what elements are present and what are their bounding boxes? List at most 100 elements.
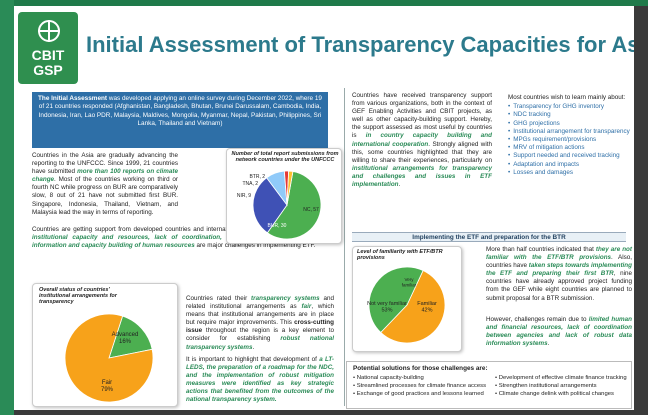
solution-item: • Climate change delink with political c… — [495, 390, 614, 397]
submissions-label: TNA, 2 — [242, 181, 258, 187]
solution-item: • Strengthen institutional arrangements — [495, 382, 597, 389]
p1-text-b: . Most of the countries working on third… — [32, 176, 178, 216]
learning-topic-item: •MPGs requirement/provisions — [508, 136, 632, 144]
familiarity-label: 53% — [381, 308, 392, 314]
institutional-status-chart-card: Overall status of countries' institution… — [32, 283, 178, 407]
solutions-right-list: • Development of effective climate finan… — [495, 375, 633, 398]
familiarity-label: Not very familiar — [367, 301, 407, 307]
logo-line2: GSP — [33, 62, 63, 78]
submissions-label: NC, 57 — [303, 207, 319, 213]
solution-item: • Exchange of good practices and lessons… — [353, 390, 484, 397]
p3-highlight-2: fair — [301, 303, 312, 311]
submissions-label: BUR, 30 — [268, 223, 287, 229]
intro-box: The Initial Assessment was developed app… — [32, 92, 328, 148]
learning-topic-item: •Institutional arrangement for transpare… — [508, 128, 632, 136]
challenges-paragraph: However, challenges remain due to limite… — [486, 316, 632, 348]
submissions-label: NIR, 9 — [237, 193, 251, 199]
submissions-slice-btr — [286, 170, 294, 206]
solutions-box: Potential solutions for those challenges… — [346, 361, 632, 409]
institutional-slice-fair — [64, 313, 154, 403]
p3-highlight-1: transparency systems — [251, 295, 320, 302]
p5-text-b: . Strongly aligned with this, some count… — [352, 140, 492, 164]
p2-text-a: Countries are getting support from devel… — [32, 226, 308, 233]
strategic-actions-paragraph: It is important to highlight that develo… — [186, 356, 334, 405]
top-accent-strip — [14, 0, 648, 6]
etf-familiarity-paragraph: More than half countries indicated that … — [486, 246, 632, 303]
poster-header: CBIT GSP Initial Assessment of Transpare… — [14, 6, 634, 86]
institutional-label: Advanced — [112, 332, 139, 338]
familiarity-small-label: Very — [404, 277, 414, 282]
familiarity-chart-card: Level of familiarity with ETF/BTR provis… — [352, 246, 462, 352]
bullet-icon: • — [508, 119, 511, 127]
institutional-label: 16% — [119, 339, 132, 345]
learning-topic-text: Transparency for GHG inventory — [513, 103, 604, 111]
bullet-icon: • — [508, 136, 511, 144]
institutional-status-chart-title: Overall status of countries' institution… — [39, 287, 117, 305]
p3-text-c: , which means that institutional arrange… — [186, 303, 334, 327]
learning-topic-item: •MRV of mitigation actions — [508, 144, 632, 152]
p6-highlight-2: taken steps towards implementing the ETF… — [486, 262, 632, 278]
bullet-icon: • — [508, 152, 511, 160]
learning-topics-list: Most countries wish to learn mainly abou… — [508, 94, 632, 177]
p5-text-c: . — [398, 181, 401, 189]
p7-highlight: limited human and financial resources, l… — [486, 316, 632, 348]
p1-highlight: more than 100 reports on climate change — [32, 168, 178, 184]
learning-topic-text: Adaptation and impacts — [513, 160, 580, 168]
support-received-paragraph: Countries have received transparency sup… — [352, 92, 492, 189]
learning-topic-item: •GHG projections — [508, 120, 632, 128]
transparency-rating-paragraph: Countries rated their transparency syste… — [186, 295, 334, 352]
p5-highlight-2: institutional arrangements for transpare… — [352, 164, 492, 189]
p1-text-a: Countries in the Asia are gradually adva… — [32, 152, 178, 176]
p7-text-a: However, challenges remain due to — [486, 316, 589, 323]
p6-text-c: , nine countries have already approved p… — [486, 270, 633, 302]
familiarity-small-label: familiar — [402, 283, 417, 288]
familiarity-slice-familiar — [368, 266, 424, 334]
solutions-left-list: • National capacity-building• Streamline… — [353, 375, 493, 398]
learning-topic-item: •Support needed and received tracking — [508, 152, 632, 160]
solution-item: • National capacity-building — [353, 375, 424, 381]
p3-highlight-3: robust national transparency systems — [186, 335, 335, 351]
bullet-icon: • — [508, 160, 511, 168]
p5-highlight-1: in country capacity building and interna… — [352, 132, 492, 148]
learning-topic-text: Institutional arrangement for transparen… — [513, 127, 630, 135]
bullet-icon: • — [508, 127, 511, 135]
learning-topic-text: GHG projections — [513, 119, 560, 127]
left-accent-strip — [0, 0, 14, 415]
learning-topic-text: Support needed and received tracking — [513, 152, 620, 160]
solution-item: • Streamlined processes for climate fina… — [353, 382, 487, 389]
p4-text-a: It is important to highlight that develo… — [186, 356, 320, 363]
p3-bold: cross-cutting issue — [186, 319, 334, 335]
submissions-chart-card: Number of total report submissions from … — [226, 148, 342, 244]
p3-text-a: Countries rated their — [186, 295, 252, 302]
learning-topic-item: •Adaptation and impacts — [508, 161, 632, 169]
familiarity-chart-title: Level of familiarity with ETF/BTR provis… — [357, 249, 443, 261]
p3-text-e: . — [252, 343, 255, 351]
intro-text: was developed applying an online survey … — [38, 95, 322, 128]
learning-topic-text: MPGs requirement/provisions — [513, 136, 597, 144]
submissions-slice-bur — [252, 177, 288, 234]
p2-text-b: are major challenges in implementing ETF… — [194, 242, 316, 250]
p5-text-a: Countries have received transparency sup… — [352, 92, 492, 140]
p3-text-d: throughout the region is a key element t… — [186, 327, 334, 343]
learning-topic-text: MRV of mitigation actions — [513, 144, 585, 152]
familiarity-label: 42% — [421, 308, 432, 314]
intro-lead: The Initial Assessment — [38, 95, 108, 102]
institutional-slice-advanced — [108, 315, 153, 359]
institutional-label: Fair — [102, 380, 112, 386]
reporting-paragraph: Countries in the Asia are gradually adva… — [32, 152, 178, 217]
solutions-title: Potential solutions for those challenges… — [353, 365, 488, 372]
p6-text-b: . Also, countries have — [486, 254, 632, 270]
column-divider — [344, 88, 345, 406]
learning-topic-item: •NDC tracking — [508, 111, 632, 119]
submissions-chart-title: Number of total report submissions from … — [231, 151, 339, 163]
learning-topics-items: •Transparency for GHG inventory•NDC trac… — [508, 103, 632, 177]
logo-line1: CBIT — [31, 47, 65, 63]
p6-text-a: More than half countries indicated that — [486, 246, 596, 253]
submissions-label: BTR, 2 — [249, 174, 265, 180]
bullet-icon: • — [508, 103, 511, 111]
familiarity-pie-chart: Not very familiar53%Familiar42%Veryfamil… — [367, 266, 446, 344]
cbit-gsp-logo: CBIT GSP — [18, 12, 78, 84]
p3-text-b: and related institutional arrangements a… — [186, 295, 334, 311]
